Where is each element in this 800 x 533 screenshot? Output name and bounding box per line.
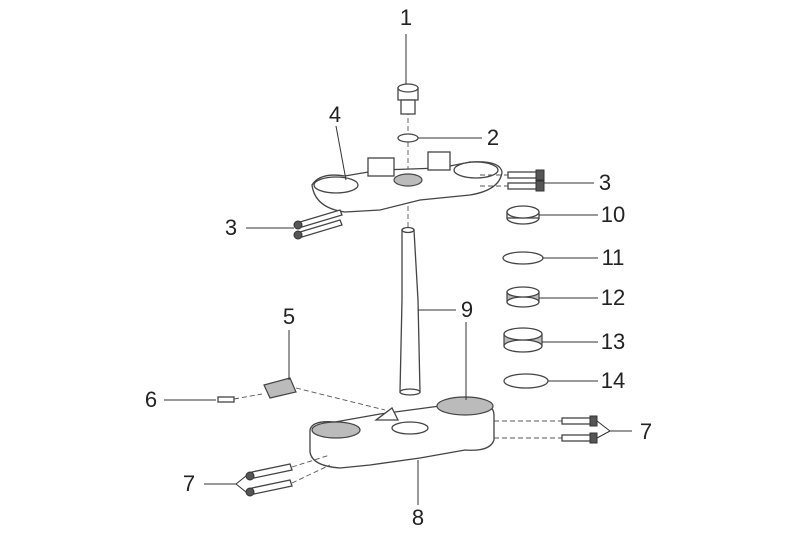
callout-2: 2 bbox=[486, 125, 500, 150]
part-upper-clamp bbox=[311, 151, 503, 213]
part-lower-clamp bbox=[309, 396, 495, 469]
part-bearing-lower bbox=[503, 327, 543, 353]
part-seal-upper bbox=[502, 251, 544, 265]
callout-9: 9 bbox=[460, 297, 474, 322]
callout-10: 10 bbox=[600, 202, 626, 227]
part-screw bbox=[217, 396, 235, 403]
callout-5: 5 bbox=[282, 304, 296, 329]
part-bolt bbox=[397, 83, 419, 115]
callout-3-right: 3 bbox=[598, 170, 612, 195]
leader-7l bbox=[204, 475, 247, 493]
part-washer bbox=[397, 133, 419, 143]
part-bolts-lower-right bbox=[494, 415, 598, 444]
callout-3-left: 3 bbox=[224, 215, 238, 240]
dash-6 bbox=[233, 393, 263, 400]
callout-4: 4 bbox=[328, 102, 342, 127]
callout-8: 8 bbox=[411, 505, 425, 530]
leader-4 bbox=[335, 125, 347, 181]
part-bolts-lower-left bbox=[245, 454, 331, 497]
callout-7-right: 7 bbox=[639, 419, 653, 444]
callout-7-left: 7 bbox=[182, 471, 196, 496]
part-seal-lower bbox=[503, 373, 549, 389]
callout-13: 13 bbox=[600, 329, 626, 354]
part-hose-guide bbox=[263, 377, 297, 399]
part-bolts-upper-left bbox=[293, 209, 343, 240]
callout-11: 11 bbox=[601, 245, 625, 270]
part-steering-nut bbox=[506, 205, 540, 225]
callout-1: 1 bbox=[399, 5, 413, 30]
leader-7r bbox=[596, 420, 632, 439]
dash-5 bbox=[295, 387, 386, 411]
callout-6: 6 bbox=[144, 387, 158, 412]
part-bearing-upper bbox=[506, 286, 540, 308]
callout-14: 14 bbox=[600, 368, 626, 393]
part-bolts-upper-right bbox=[480, 169, 545, 192]
callout-12: 12 bbox=[600, 285, 626, 310]
part-steering-stem bbox=[399, 226, 421, 396]
